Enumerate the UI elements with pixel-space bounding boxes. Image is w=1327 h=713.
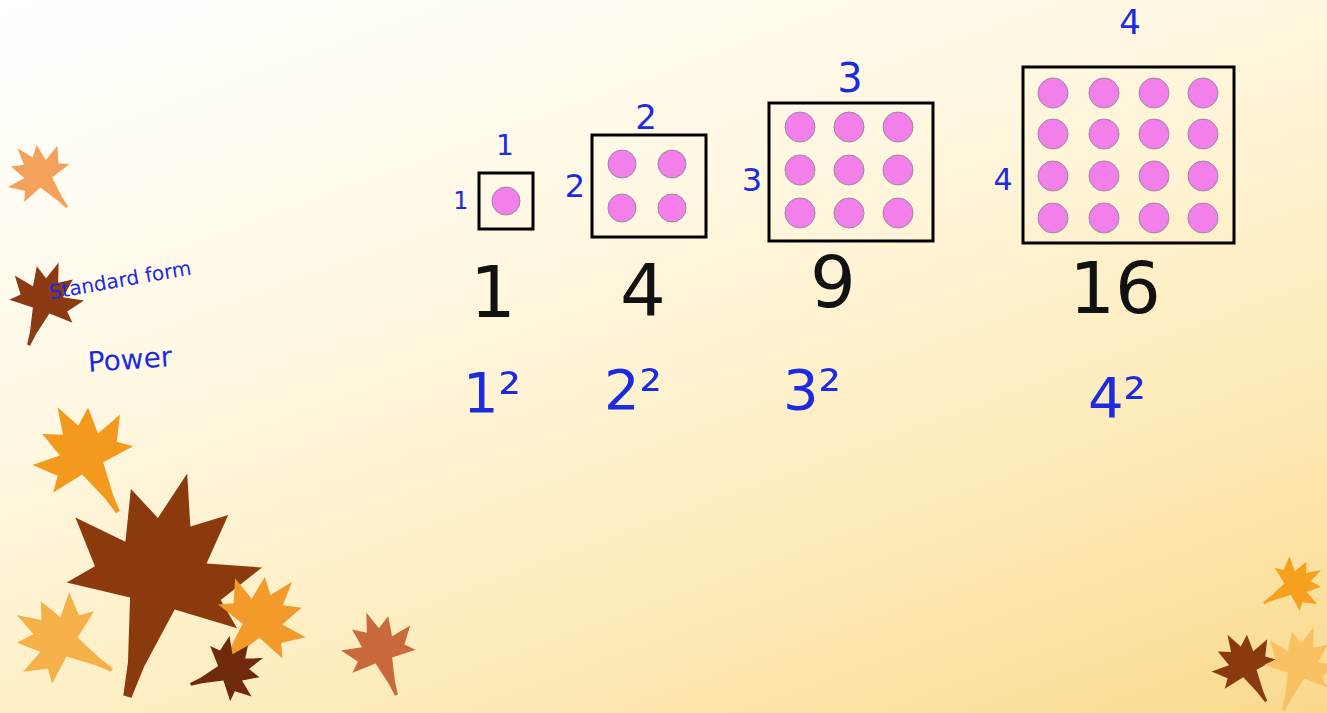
square-number: 9 xyxy=(810,246,856,318)
row-label: Power xyxy=(87,343,173,377)
power-notation: 4² xyxy=(1088,370,1146,426)
side-length: 4 xyxy=(1119,5,1141,39)
square-number: 1 xyxy=(470,256,516,328)
side-length: 3 xyxy=(742,164,762,196)
square-number: 16 xyxy=(1069,252,1161,324)
power-notation: 2² xyxy=(604,362,662,418)
square-number: 4 xyxy=(620,254,666,326)
side-length: 4 xyxy=(993,165,1012,195)
row-label: Standard form xyxy=(47,258,192,303)
side-length: 2 xyxy=(635,100,657,134)
side-length: 3 xyxy=(837,58,862,98)
autumn-leaves xyxy=(0,127,1327,713)
power-notation: 1² xyxy=(463,365,521,421)
side-length: 2 xyxy=(565,170,585,202)
power-notation: 3² xyxy=(783,362,841,418)
side-length: 1 xyxy=(496,132,514,160)
pink-dots xyxy=(492,78,1218,233)
side-length: 1 xyxy=(453,189,468,213)
